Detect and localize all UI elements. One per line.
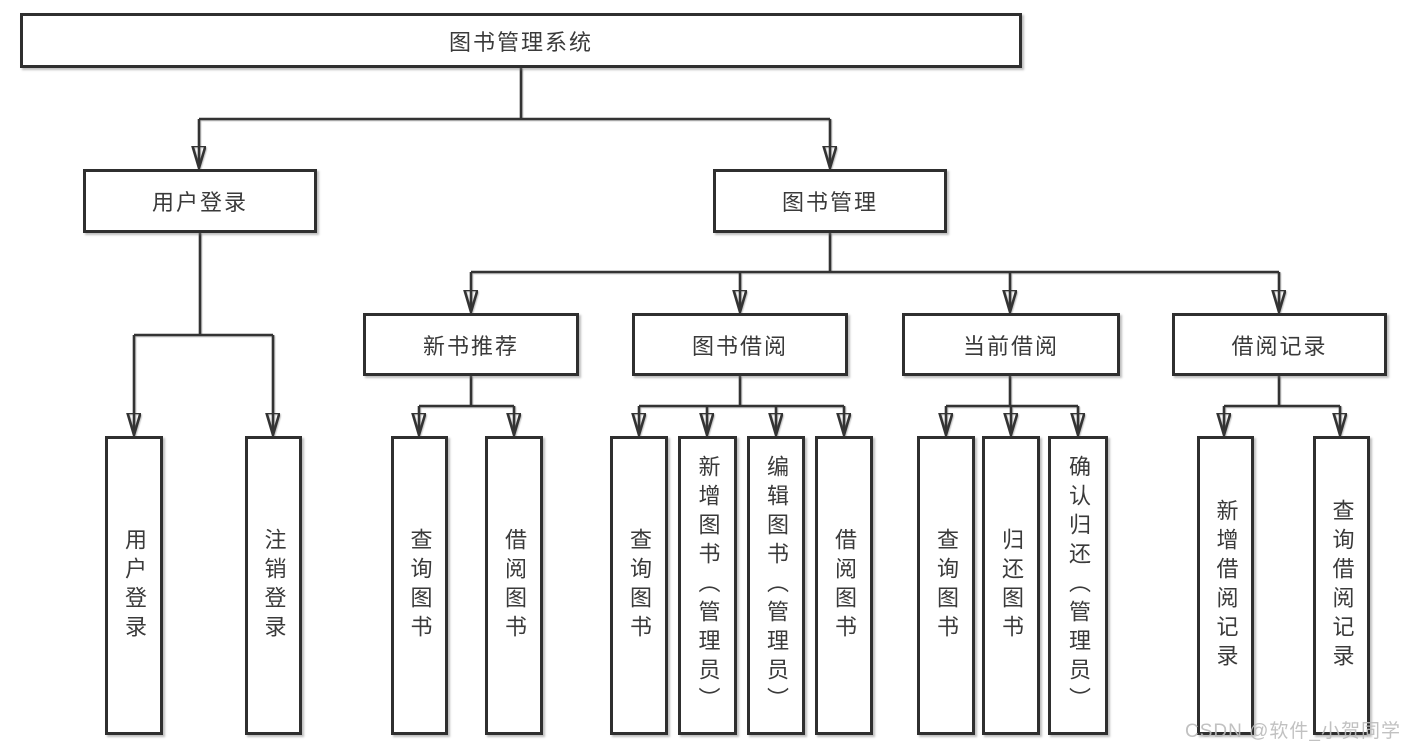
leaf-user-login: 用户登录 bbox=[105, 436, 163, 735]
leaf-confirm-return-admin: 确认归还（管理员） bbox=[1048, 436, 1108, 735]
leaf-add-books-admin: 新增图书（管理员） bbox=[678, 436, 737, 735]
leaf-query-books-current: 查询图书 bbox=[917, 436, 975, 735]
leaf-return-books: 归还图书 bbox=[982, 436, 1040, 735]
node-new-book-recommend: 新书推荐 bbox=[363, 313, 579, 376]
leaf-add-borrow-record: 新增借阅记录 bbox=[1197, 436, 1254, 735]
leaf-query-books-borrow: 查询图书 bbox=[610, 436, 668, 735]
leaf-logout: 注销登录 bbox=[245, 436, 302, 735]
leaf-query-books-recommend: 查询图书 bbox=[391, 436, 448, 735]
node-borrow-records: 借阅记录 bbox=[1172, 313, 1387, 376]
node-current-borrow: 当前借阅 bbox=[902, 313, 1120, 376]
leaf-query-borrow-record: 查询借阅记录 bbox=[1313, 436, 1370, 735]
csdn-watermark: CSDN @软件_小贺同学 bbox=[1185, 721, 1401, 742]
leaf-edit-books-admin: 编辑图书（管理员） bbox=[747, 436, 805, 735]
node-book-borrow: 图书借阅 bbox=[632, 313, 848, 376]
node-book-management: 图书管理 bbox=[713, 169, 947, 233]
node-user-login: 用户登录 bbox=[83, 169, 317, 233]
leaf-borrow-books: 借阅图书 bbox=[815, 436, 873, 735]
leaf-borrow-books-recommend: 借阅图书 bbox=[485, 436, 543, 735]
node-root-library-system: 图书管理系统 bbox=[20, 13, 1022, 68]
